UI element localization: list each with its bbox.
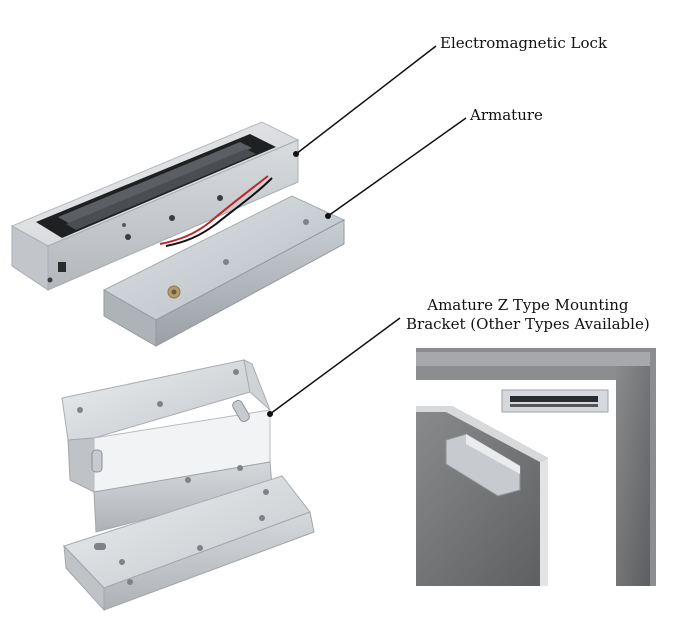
label-electromagnetic-lock: Electromagnetic Lock: [440, 34, 608, 52]
label-bracket: Amature Z Type Mounting Bracket (Other T…: [406, 296, 650, 334]
label-bracket-line2: Bracket (Other Types Available): [406, 315, 650, 333]
leader-dot-bracket: [267, 411, 273, 417]
leader-line-armature: [327, 117, 467, 217]
installation-photo: [416, 348, 656, 586]
armature-illustration: [102, 195, 346, 347]
leader-line-lock: [295, 45, 437, 155]
label-bracket-line1: Amature Z Type Mounting: [427, 296, 629, 314]
leader-dot-lock: [293, 151, 299, 157]
z-bracket-upper-illustration: [61, 359, 273, 533]
leader-lines: [267, 45, 467, 417]
label-armature: Armature: [470, 106, 543, 124]
leader-dot-armature: [325, 213, 331, 219]
l-bracket-lower-illustration: [63, 475, 315, 612]
electromagnetic-lock-illustration: [10, 121, 300, 291]
leader-line-bracket: [269, 317, 401, 415]
